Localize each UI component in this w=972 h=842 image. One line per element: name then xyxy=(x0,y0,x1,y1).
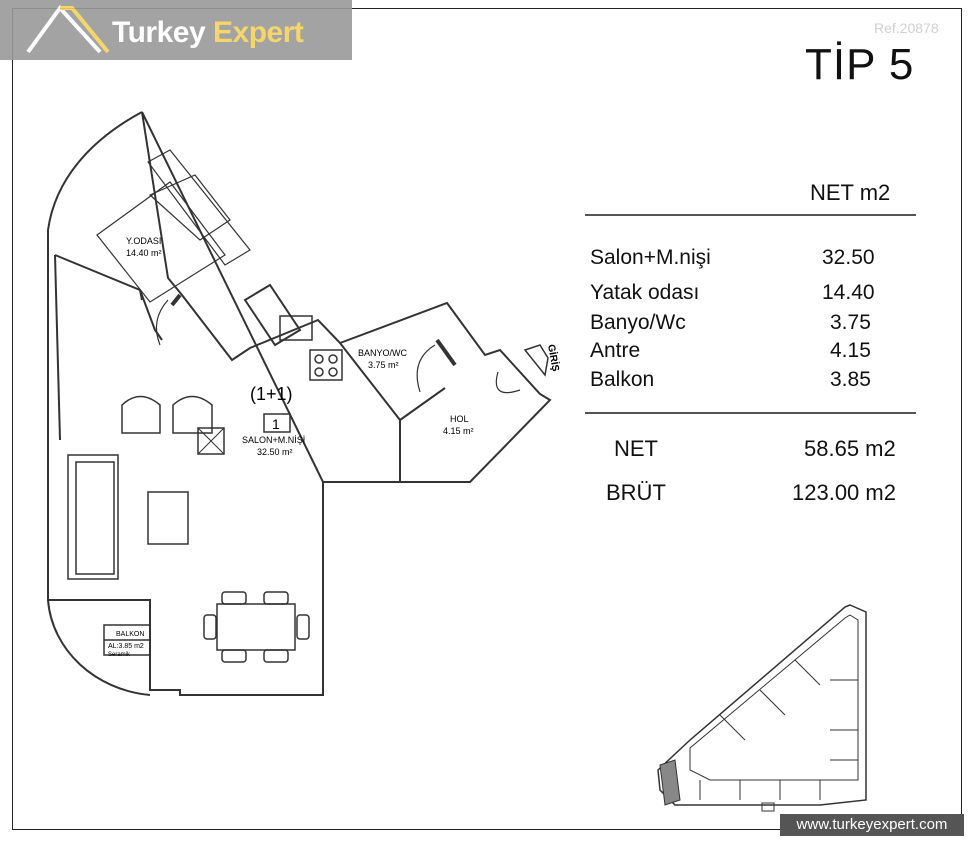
dining-table xyxy=(216,603,296,651)
bath-wall-2 xyxy=(399,387,446,421)
drawing-frame xyxy=(12,8,962,830)
kitchen-wall xyxy=(243,283,302,347)
brand-name[interactable]: Turkey Expert xyxy=(112,16,304,49)
bed-pillows xyxy=(148,174,231,241)
key-plan xyxy=(657,604,867,812)
outer-wall xyxy=(141,111,552,483)
brut-label: BRÜT xyxy=(606,480,666,505)
wardrobe xyxy=(147,149,251,266)
plan-type-title: TİP 5 xyxy=(805,40,915,89)
bedroom-area: 14.40 m² xyxy=(126,248,162,258)
sofa xyxy=(67,454,119,580)
bedroom-window xyxy=(54,254,61,441)
side-table xyxy=(197,427,225,455)
unit-number: 1 xyxy=(272,416,280,432)
logo-bar: Turkey Expert xyxy=(0,0,352,60)
stove xyxy=(309,349,343,381)
table-divider-top xyxy=(585,214,916,216)
sink xyxy=(279,315,313,341)
reference-number: Ref.20878 xyxy=(874,20,939,36)
balcony-area: AL:3.85 m2 xyxy=(108,643,144,650)
table-header: NET m2 xyxy=(810,180,891,205)
bathroom-name: BANYO/WC xyxy=(358,348,408,358)
bathroom-area: 3.75 m² xyxy=(368,360,399,370)
entrance-arrow xyxy=(523,344,549,377)
hall-name: HOL xyxy=(450,414,469,424)
unit-type: (1+1) xyxy=(250,384,293,404)
armchair-2 xyxy=(172,395,213,434)
bedroom-name: Y.ODASI xyxy=(126,236,161,246)
net-value: 58.65 m2 xyxy=(804,436,896,461)
balcony-name: BALKON xyxy=(116,631,144,638)
key-plan-highlight xyxy=(659,759,681,806)
armchair-1 xyxy=(121,395,161,434)
brut-value: 123.00 m2 xyxy=(792,480,896,505)
entrance-label: GİRİŞ xyxy=(545,343,563,372)
balcony-arc xyxy=(47,599,151,696)
bedroom-wall xyxy=(54,254,143,301)
bedroom-wall-2 xyxy=(139,289,163,341)
logo-icon xyxy=(26,4,110,54)
coffee-table xyxy=(147,491,189,545)
bed xyxy=(96,181,226,303)
living-area: 32.50 m² xyxy=(257,447,293,457)
living-name: SALON+M.NİŞİ xyxy=(242,435,305,445)
balcony-finish: Seramik xyxy=(108,652,131,658)
unit-number-box xyxy=(263,413,291,433)
table-divider-bottom xyxy=(585,412,916,414)
hall-area: 4.15 m² xyxy=(443,426,474,436)
sofa-inner xyxy=(75,461,115,575)
net-label: NET xyxy=(614,436,658,461)
outer-wall-left xyxy=(47,111,324,696)
website-link[interactable]: www.turkeyexpert.com xyxy=(780,814,964,836)
